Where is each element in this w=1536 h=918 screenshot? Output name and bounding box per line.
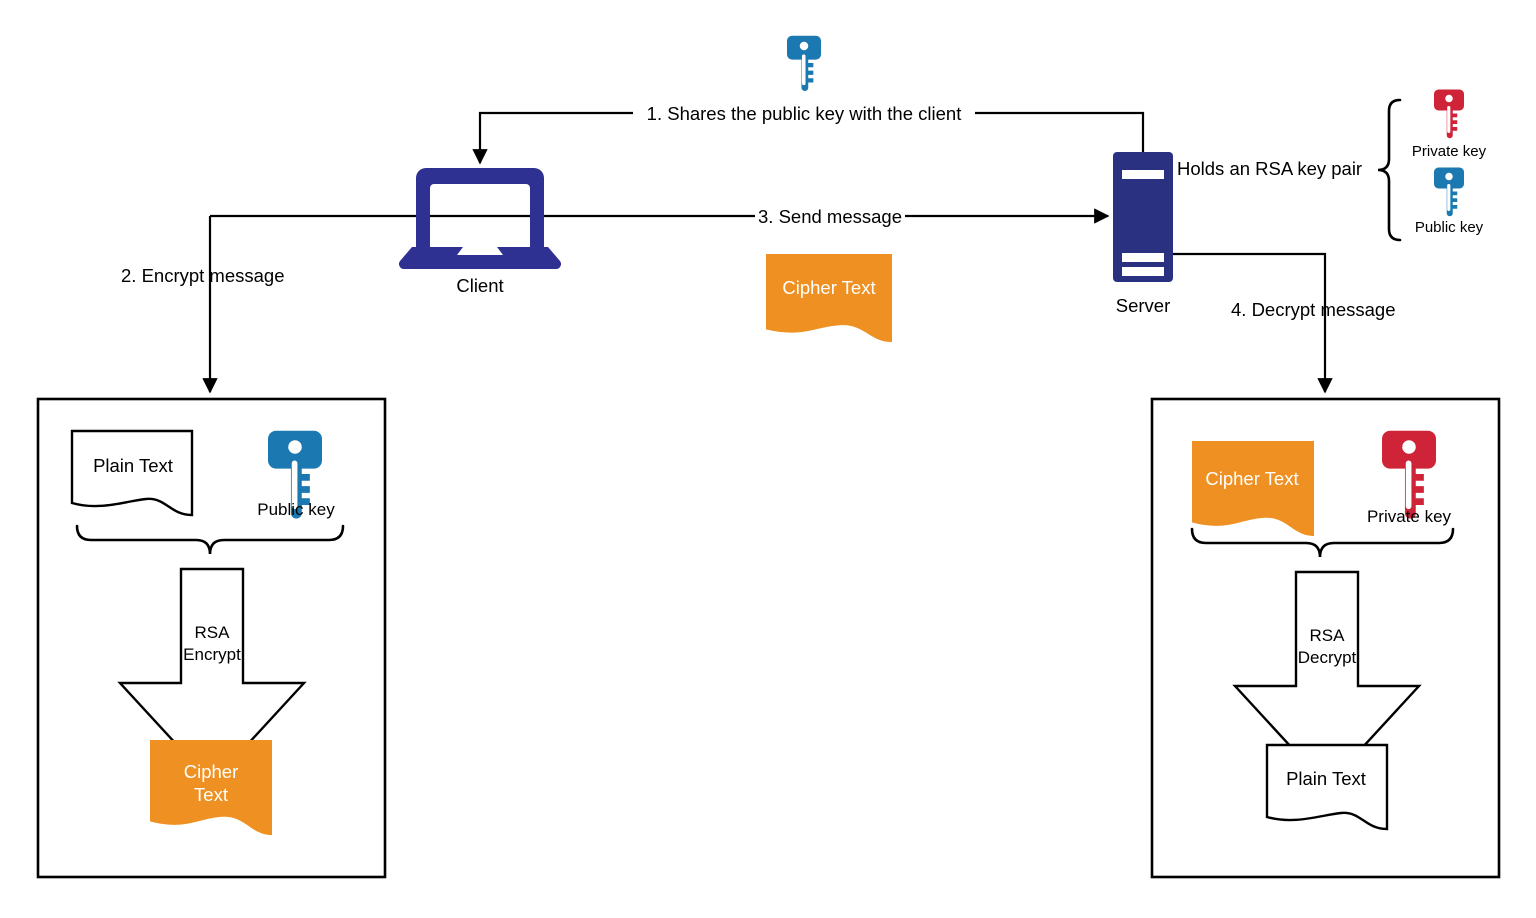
step-2-label: 2. Encrypt message bbox=[121, 265, 285, 286]
encrypt-cipher-text-line2: Text bbox=[194, 784, 228, 805]
decrypt-plain-text-doc bbox=[1265, 743, 1389, 831]
legend-public-key-icon bbox=[1434, 167, 1464, 217]
rsa-decrypt-op-line1: RSA bbox=[1309, 626, 1345, 645]
decrypt-private-key-icon bbox=[1382, 430, 1436, 519]
encrypt-join-brace bbox=[75, 524, 345, 555]
legend-private-key-icon bbox=[1434, 89, 1464, 139]
decrypt-plain-text-label: Plain Text bbox=[1286, 768, 1366, 789]
client-laptop-icon bbox=[399, 168, 561, 269]
key-pair-brace bbox=[1377, 98, 1402, 242]
rsa-encrypt-op-line2: Encrypt bbox=[183, 645, 241, 664]
shared-public-key-icon bbox=[787, 35, 821, 92]
decrypt-process-box bbox=[1150, 397, 1501, 879]
encrypt-plain-text-doc-outline bbox=[70, 429, 194, 517]
legend-public-key-label: Public key bbox=[1414, 219, 1484, 236]
client-label: Client bbox=[456, 275, 504, 296]
step-1-label: 1. Shares the public key with the client bbox=[646, 103, 962, 124]
encrypt-plain-text-label: Plain Text bbox=[93, 455, 173, 476]
encrypt-cipher-text-line1: Cipher bbox=[183, 761, 239, 782]
encrypt-process-box bbox=[36, 397, 387, 879]
transit-cipher-text-label: Cipher Text bbox=[782, 277, 876, 298]
encrypt-public-key-label: Public key bbox=[257, 500, 335, 519]
rsa-decrypt-arrow-shape bbox=[1232, 570, 1422, 788]
rsa-decrypt-op-line2: Decrypt bbox=[1297, 648, 1357, 667]
step-3-label: 3. Send message bbox=[758, 206, 902, 227]
flow-line-step-4 bbox=[1173, 252, 1333, 394]
server-icon bbox=[1113, 152, 1173, 282]
decrypt-private-key-label: Private key bbox=[1366, 507, 1452, 526]
decrypt-join-brace bbox=[1190, 527, 1455, 558]
legend-private-key-label: Private key bbox=[1411, 143, 1487, 160]
rsa-encrypt-arrow-shape bbox=[117, 567, 307, 785]
rsa-encrypt-op-line1: RSA bbox=[194, 623, 230, 642]
flow-line-step-1 bbox=[472, 111, 1145, 165]
decrypt-cipher-text-label: Cipher Text bbox=[1205, 468, 1299, 489]
step-4-label: 4. Decrypt message bbox=[1231, 299, 1396, 320]
server-note-label: Holds an RSA key pair bbox=[1177, 158, 1363, 179]
server-label: Server bbox=[1115, 295, 1171, 316]
